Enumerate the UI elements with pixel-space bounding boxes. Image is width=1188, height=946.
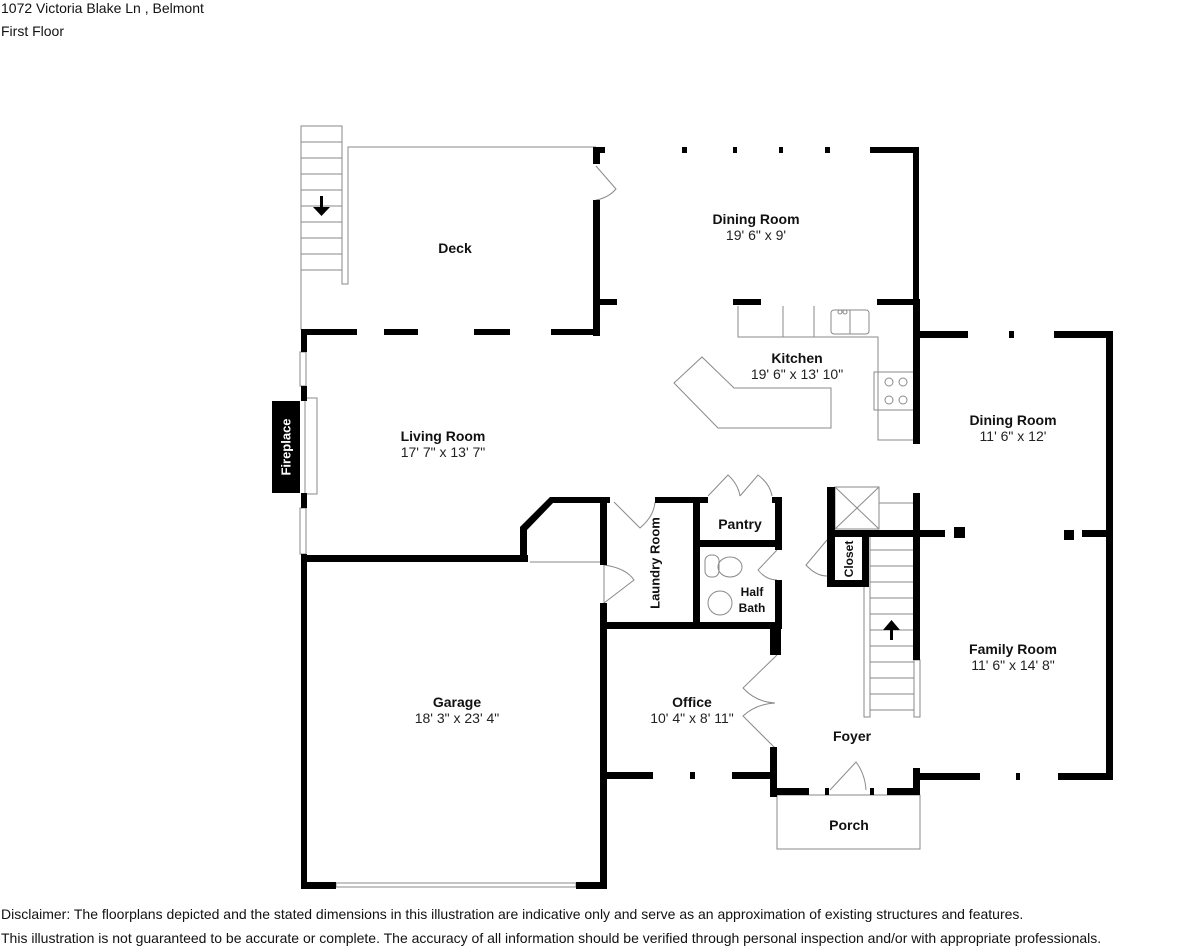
room-name: Deck <box>438 240 472 256</box>
room-foyer: Foyer <box>833 728 871 744</box>
room-dining-room-top: Dining Room 19' 6" x 9' <box>712 211 799 243</box>
disclaimer-line-1: Disclaimer: The floorplans depicted and … <box>1 906 1024 922</box>
room-dimensions: 19' 6" x 9' <box>725 227 787 243</box>
room-name: Living Room <box>400 428 486 444</box>
arrow-up-icon <box>883 620 900 630</box>
deck-stairs <box>301 141 342 271</box>
floor-label: First Floor <box>1 23 64 39</box>
room-name: Kitchen <box>771 350 823 366</box>
room-dimensions: 19' 6" x 13' 10" <box>750 366 844 382</box>
room-dimensions: 18' 3" x 23' 4" <box>414 710 500 726</box>
room-name: Foyer <box>832 728 872 744</box>
property-address: 1072 Victoria Blake Ln , Belmont <box>1 0 204 16</box>
room-name: Dining Room <box>969 412 1057 428</box>
fireplace: Fireplace <box>272 401 300 493</box>
room-dimensions: 17' 7" x 13' 7" <box>400 444 486 460</box>
room-dimensions: 11' 6" x 12' <box>979 428 1047 444</box>
room-name: Garage <box>432 694 482 710</box>
arrow-up-icon <box>890 627 893 640</box>
room-name: Family Room <box>969 641 1057 657</box>
room-dimensions: 10' 4" x 8' 11" <box>650 710 734 726</box>
room-half-bath: Half Bath <box>739 584 766 616</box>
room-dining-room-right: Dining Room 11' 6" x 12' <box>969 412 1056 444</box>
room-porch: Porch <box>829 817 869 833</box>
fireplace-label: Fireplace <box>278 418 294 476</box>
room-garage: Garage 18' 3" x 23' 4" <box>415 694 500 726</box>
room-name: Pantry <box>718 516 762 532</box>
room-laundry-room: Laundry Room <box>647 517 663 609</box>
room-pantry: Pantry <box>718 516 762 532</box>
room-deck: Deck <box>438 240 471 256</box>
stair-arrows <box>313 196 900 640</box>
room-kitchen: Kitchen 19' 6" x 13' 10" <box>751 350 843 382</box>
disclaimer-line-2: This illustration is not guaranteed to b… <box>1 930 1102 946</box>
room-family-room: Family Room 11' 6" x 14' 8" <box>969 641 1057 673</box>
walls <box>301 147 1113 889</box>
room-dimensions: 11' 6" x 14' 8" <box>971 657 1055 673</box>
room-name: Office <box>672 694 712 710</box>
room-closet: Closet <box>842 540 856 578</box>
room-name-line1: Half <box>740 585 764 599</box>
arrow-down-icon <box>320 196 323 210</box>
arrow-down-icon <box>313 207 330 216</box>
interior-stairs <box>870 549 914 711</box>
room-name: Dining Room <box>712 211 800 227</box>
room-name-line2: Bath <box>738 601 766 615</box>
room-name: Porch <box>829 817 869 833</box>
room-living-room: Living Room 17' 7" x 13' 7" <box>401 428 486 460</box>
room-office: Office 10' 4" x 8' 11" <box>650 694 734 726</box>
